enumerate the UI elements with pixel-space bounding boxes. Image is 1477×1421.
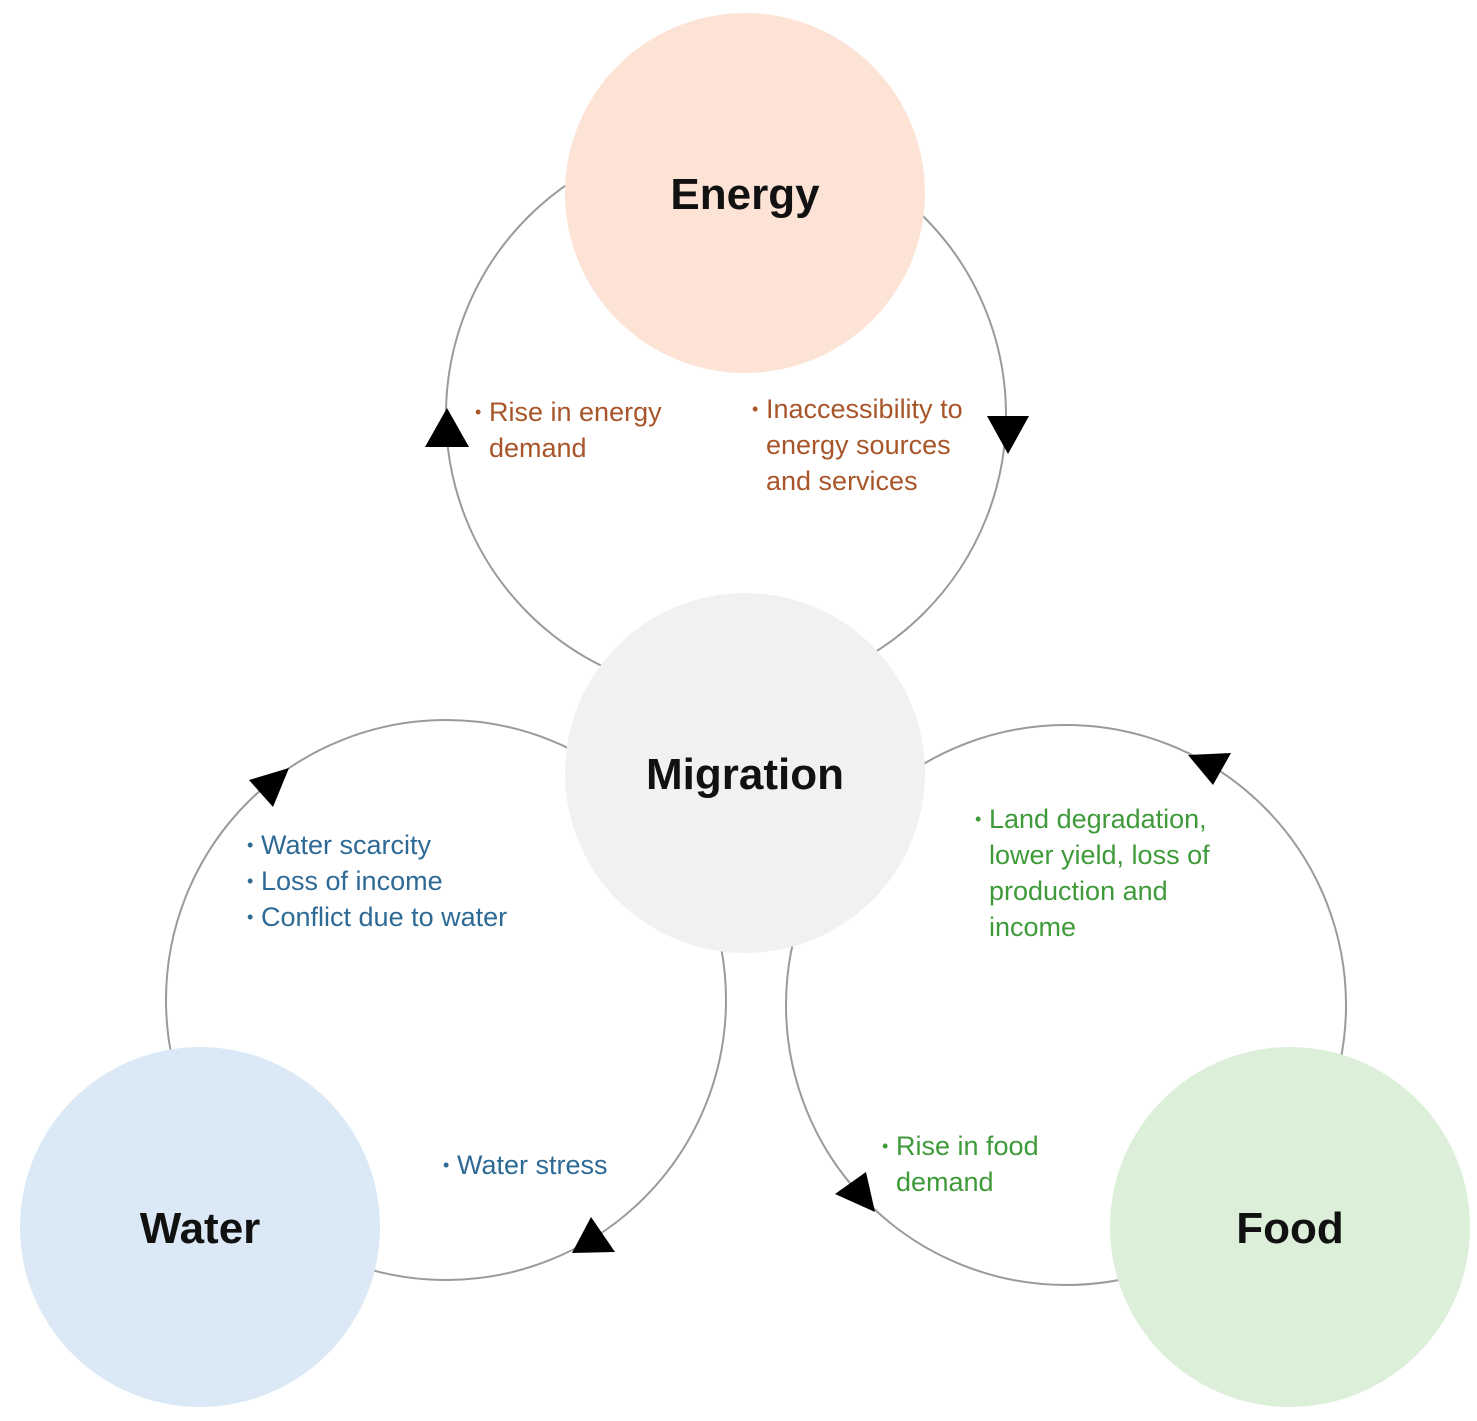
water-cycle-arrow-top-icon: [249, 768, 289, 807]
water-cycle-top-list: Water scarcity Loss of income Conflict d…: [247, 827, 567, 935]
list-item: Water scarcity: [247, 827, 567, 863]
list-item: Water stress: [443, 1147, 663, 1183]
energy-cycle-right-list: Inaccessibility to energy sources and se…: [752, 391, 984, 499]
food-label: Food: [1236, 1204, 1344, 1253]
migration-node: [565, 593, 925, 953]
list-item: Conflict due to water: [247, 899, 567, 935]
migration-label: Migration: [646, 750, 844, 799]
food-cycle-ring: [785, 724, 1347, 1286]
water-cycle-ring: [165, 719, 727, 1281]
list-item: Inaccessibility to energy sources and se…: [752, 391, 984, 499]
water-label: Water: [139, 1204, 261, 1253]
food-node: [1110, 1047, 1470, 1407]
energy-node: [565, 13, 925, 373]
food-cycle-bottom-list: Rise in food demand: [882, 1128, 1067, 1200]
water-cycle-bottom-list: Water stress: [443, 1147, 663, 1183]
list-item: Land degradation, lower yield, loss of p…: [975, 801, 1245, 945]
list-item: Rise in food demand: [882, 1128, 1067, 1200]
food-cycle-top-list: Land degradation, lower yield, loss of p…: [975, 801, 1245, 945]
list-item: Rise in energy demand: [475, 394, 690, 466]
food-cycle-arrow-bottom-icon: [835, 1172, 875, 1212]
energy-cycle-left-list: Rise in energy demand: [475, 394, 690, 466]
water-cycle-arrow-bottom-icon: [572, 1217, 615, 1253]
food-cycle-arrow-top-icon: [1188, 753, 1231, 785]
energy-cycle-arrow-up-icon: [425, 408, 469, 447]
water-node: [20, 1047, 380, 1407]
list-item: Loss of income: [247, 863, 567, 899]
energy-label: Energy: [670, 170, 820, 219]
energy-cycle-arrow-down-icon: [987, 416, 1029, 454]
